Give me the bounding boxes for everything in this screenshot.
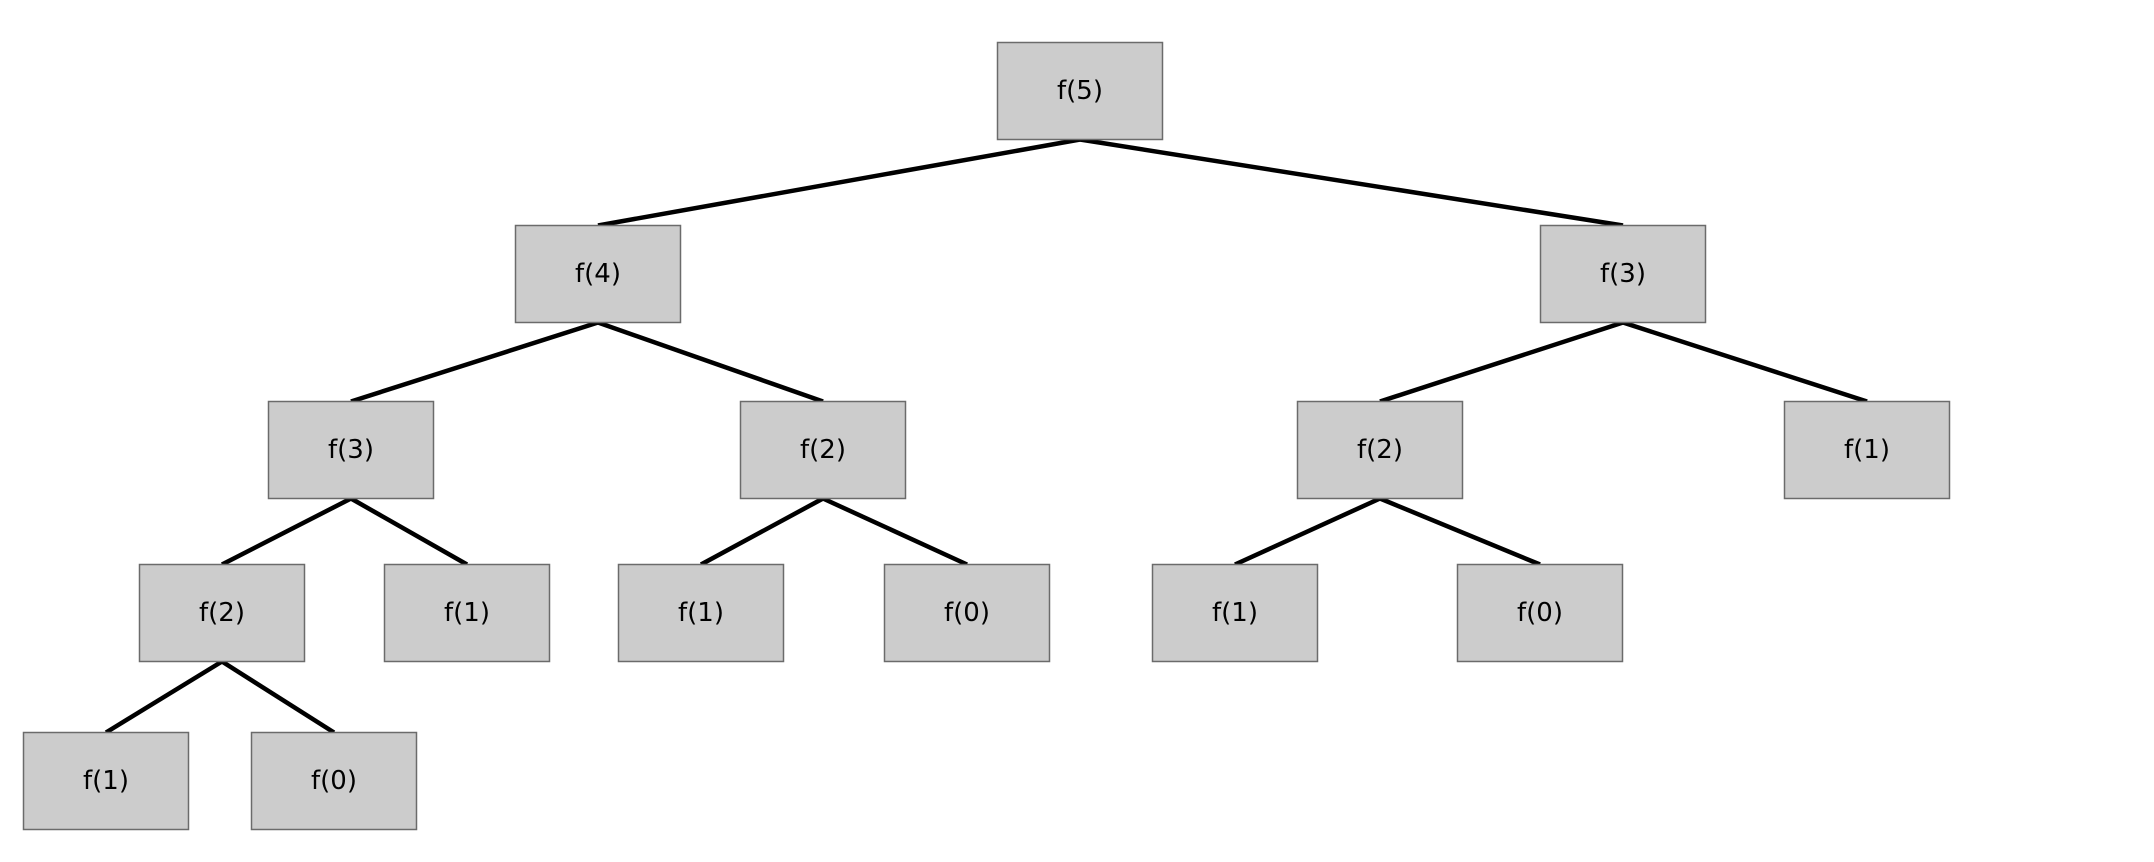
tree-node: f(1) — [1783, 400, 1951, 500]
edges-layer — [104, 137, 1868, 735]
node-label: f(1) — [83, 766, 129, 796]
edge-n2c-n1d — [1234, 496, 1381, 567]
edge-n3b-n1e — [1622, 320, 1868, 404]
node-label: f(0) — [944, 598, 990, 628]
node-box — [883, 563, 1051, 663]
node-box — [383, 563, 551, 663]
node-label: f(3) — [328, 435, 374, 465]
tree-node: f(5) — [996, 41, 1164, 141]
node-box — [138, 563, 306, 663]
node-box — [22, 731, 190, 831]
edge-n5-n3b — [1079, 137, 1624, 228]
node-label: f(5) — [1057, 76, 1103, 106]
node-box — [1539, 224, 1707, 324]
node-box — [1296, 400, 1464, 500]
edge-n2b-n0b — [822, 496, 968, 567]
tree-node: f(0) — [1456, 563, 1624, 663]
nodes-layer: f(5) f(4) f(3) f(3) f(2) f(2) f(2) f(1) f(0) f(1)… — [22, 41, 1951, 831]
edge-n3a-n1b — [349, 496, 469, 567]
tree-node: f(1) — [1151, 563, 1319, 663]
edge-n2c-n0c — [1379, 496, 1541, 567]
edge-n3b-n2c — [1379, 320, 1624, 404]
tree-node: f(4) — [514, 224, 682, 324]
tree-node: f(2) — [138, 563, 306, 663]
tree-node: f(0) — [250, 731, 418, 831]
tree-node: f(2) — [1296, 400, 1464, 500]
node-box — [1151, 563, 1319, 663]
node-label: f(0) — [1517, 598, 1563, 628]
edge-n4-n3a — [350, 320, 599, 404]
node-label: f(1) — [678, 598, 724, 628]
node-label: f(0) — [311, 766, 357, 796]
node-label: f(2) — [1357, 435, 1403, 465]
node-box — [739, 400, 907, 500]
tree-node: f(1) — [22, 731, 190, 831]
edge-n2a-n0a — [220, 659, 336, 735]
edge-n2b-n1c — [699, 496, 825, 567]
node-box — [1456, 563, 1624, 663]
node-label: f(2) — [800, 435, 846, 465]
tree-node: f(2) — [739, 400, 907, 500]
edge-n4-n2b — [597, 320, 824, 404]
tree-node: f(3) — [1539, 224, 1707, 324]
node-box — [267, 400, 435, 500]
edge-n3a-n2a — [220, 496, 353, 567]
node-box — [514, 224, 682, 324]
tree-node: f(1) — [383, 563, 551, 663]
tree-node: f(1) — [617, 563, 785, 663]
node-label: f(1) — [1212, 598, 1258, 628]
tree-node: f(3) — [267, 400, 435, 500]
node-box — [1783, 400, 1951, 500]
tree-node: f(0) — [883, 563, 1051, 663]
node-label: f(2) — [199, 598, 245, 628]
node-box — [617, 563, 785, 663]
node-label: f(3) — [1600, 259, 1646, 289]
edge-n5-n4 — [597, 137, 1081, 228]
node-box — [996, 41, 1164, 141]
edge-n2a-n1a — [104, 659, 224, 735]
node-label: f(1) — [1844, 435, 1890, 465]
node-label: f(1) — [444, 598, 490, 628]
node-label: f(4) — [575, 259, 621, 289]
node-box — [250, 731, 418, 831]
